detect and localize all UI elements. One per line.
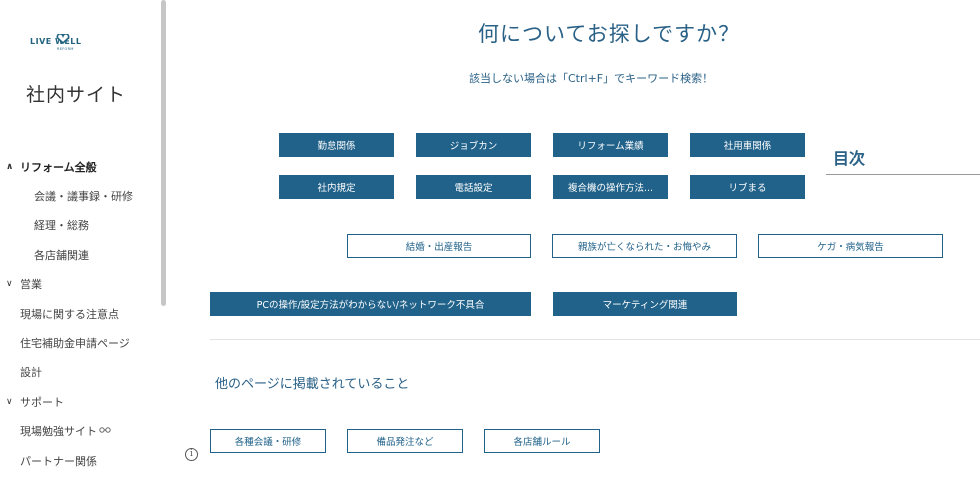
sidebar-item-label: 会議・議事録・研修 bbox=[34, 190, 133, 204]
sidebar-item-label: 設計 bbox=[20, 366, 42, 380]
sidebar-item-accounting[interactable]: 経理・総務 bbox=[0, 211, 160, 240]
info-icon[interactable]: i bbox=[185, 448, 198, 461]
sidebar-item-label: 住宅補助金申請ページ bbox=[20, 337, 130, 351]
sidebar-item-site-notes[interactable]: 現場に関する注意点 bbox=[0, 299, 160, 328]
heart-icon bbox=[56, 34, 70, 44]
logo-text: LIVE WELL bbox=[30, 37, 82, 46]
button-condolence[interactable]: 親族が亡くなられた・お悔やみ bbox=[552, 234, 737, 258]
button-attendance[interactable]: 勤怠関係 bbox=[279, 133, 394, 157]
button-jobcan[interactable]: ジョブカン bbox=[416, 133, 531, 157]
button-meetings-training[interactable]: 各種会議・研修 bbox=[210, 429, 326, 453]
button-internal-rules[interactable]: 社内規定 bbox=[279, 175, 394, 199]
section-divider bbox=[210, 339, 980, 340]
button-marriage-birth[interactable]: 結婚・出産報告 bbox=[347, 234, 531, 258]
page-subtitle: 該当しない場合は「Ctrl+F」でキーワード検索！ bbox=[469, 72, 714, 85]
sidebar-item-label: 営業 bbox=[20, 278, 42, 292]
sidebar-item-label: 現場に関する注意点 bbox=[20, 307, 119, 321]
sidebar-item-stores[interactable]: 各店舗関連 bbox=[0, 240, 160, 269]
button-ribmaru[interactable]: リブまる bbox=[690, 175, 805, 199]
sidebar-item-label: 現場勉強サイト bbox=[20, 425, 97, 439]
sidebar-scrollbar[interactable] bbox=[161, 0, 166, 306]
sidebar-item-study-site[interactable]: 現場勉強サイト bbox=[0, 417, 160, 446]
livewell-logo[interactable]: LIVE WELL REFORM bbox=[30, 34, 100, 54]
section-title: 他のページに掲載されていること bbox=[215, 377, 410, 392]
sidebar-item-design[interactable]: 設計 bbox=[0, 358, 160, 387]
button-company-car[interactable]: 社用車関係 bbox=[690, 133, 805, 157]
sidebar-item-partners[interactable]: パートナー関係 bbox=[0, 446, 160, 475]
button-phone-settings[interactable]: 電話設定 bbox=[416, 175, 531, 199]
sidebar-item-label: パートナー関係 bbox=[20, 454, 97, 468]
sidebar-item-label: サポート bbox=[20, 395, 64, 409]
sidebar-item-label: 経理・総務 bbox=[34, 219, 89, 233]
logo-subtext: REFORM bbox=[57, 47, 74, 51]
sidebar-item-label: リフォーム全般 bbox=[20, 160, 97, 174]
sidebar: LIVE WELL REFORM 社内サイト ∧ リフォーム全般 会議・議事録・… bbox=[0, 0, 168, 477]
sidebar-nav: ∧ リフォーム全般 会議・議事録・研修 経理・総務 各店舗関連 ∨ 営業 現場に… bbox=[0, 152, 160, 475]
button-pc-network[interactable]: PCの操作/設定方法がわからない/ネットワーク不具合 bbox=[210, 292, 531, 316]
chevron-up-icon: ∧ bbox=[6, 161, 14, 172]
button-copier-operation[interactable]: 複合機の操作方法... bbox=[553, 175, 668, 199]
sidebar-item-reform[interactable]: ∧ リフォーム全般 bbox=[0, 152, 160, 181]
button-supplies-order[interactable]: 備品発注など bbox=[347, 429, 463, 453]
button-store-rules[interactable]: 各店舗ルール bbox=[484, 429, 600, 453]
button-marketing[interactable]: マーケティング関連 bbox=[553, 292, 737, 316]
toc-divider bbox=[826, 174, 980, 175]
button-injury-illness[interactable]: ケガ・病気報告 bbox=[758, 234, 943, 258]
chevron-down-icon: ∨ bbox=[6, 279, 13, 290]
glasses-icon bbox=[99, 426, 111, 436]
site-title[interactable]: 社内サイト bbox=[26, 84, 127, 106]
sidebar-item-sales[interactable]: ∨ 営業 bbox=[0, 270, 160, 299]
page-title: 何についてお探しですか？ bbox=[478, 22, 741, 46]
button-reform-results[interactable]: リフォーム業績 bbox=[553, 133, 668, 157]
chevron-down-icon: ∨ bbox=[6, 396, 13, 407]
sidebar-item-label: 各店舗関連 bbox=[34, 248, 89, 262]
sidebar-item-meetings[interactable]: 会議・議事録・研修 bbox=[0, 181, 160, 210]
toc-title: 目次 bbox=[833, 149, 866, 168]
sidebar-item-support[interactable]: ∨ サポート bbox=[0, 387, 160, 416]
sidebar-item-subsidy[interactable]: 住宅補助金申請ページ bbox=[0, 328, 160, 357]
